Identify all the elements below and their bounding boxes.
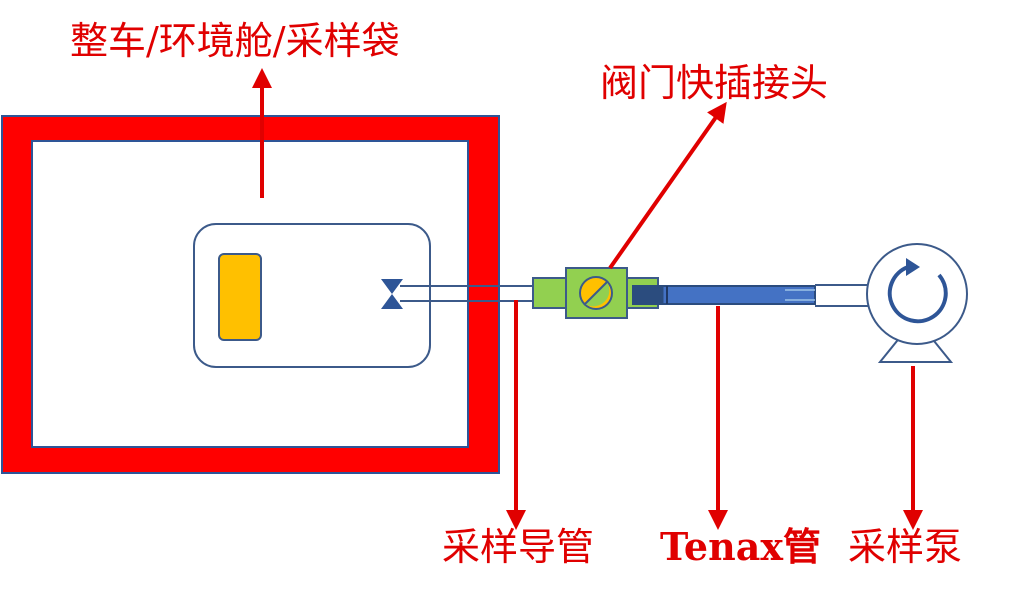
sampling-line-tube bbox=[400, 285, 533, 302]
label-chamber: 整车/环境舱/采样袋 bbox=[70, 19, 400, 63]
label-valve-connector: 阀门快插接头 bbox=[600, 61, 829, 105]
connector-arrow bbox=[608, 101, 727, 270]
pump-icon bbox=[866, 243, 968, 363]
sample-block bbox=[218, 253, 262, 341]
label-tenax-tube: Tenax管 bbox=[660, 524, 821, 569]
valve-icon bbox=[381, 279, 403, 309]
label-sampling-pump: 采样泵 bbox=[848, 525, 963, 569]
pump-line-tube bbox=[815, 284, 868, 307]
tenax-tube bbox=[632, 285, 816, 305]
label-sampling-line: 采样导管 bbox=[442, 525, 595, 569]
rotation-arrow-icon bbox=[887, 258, 948, 324]
